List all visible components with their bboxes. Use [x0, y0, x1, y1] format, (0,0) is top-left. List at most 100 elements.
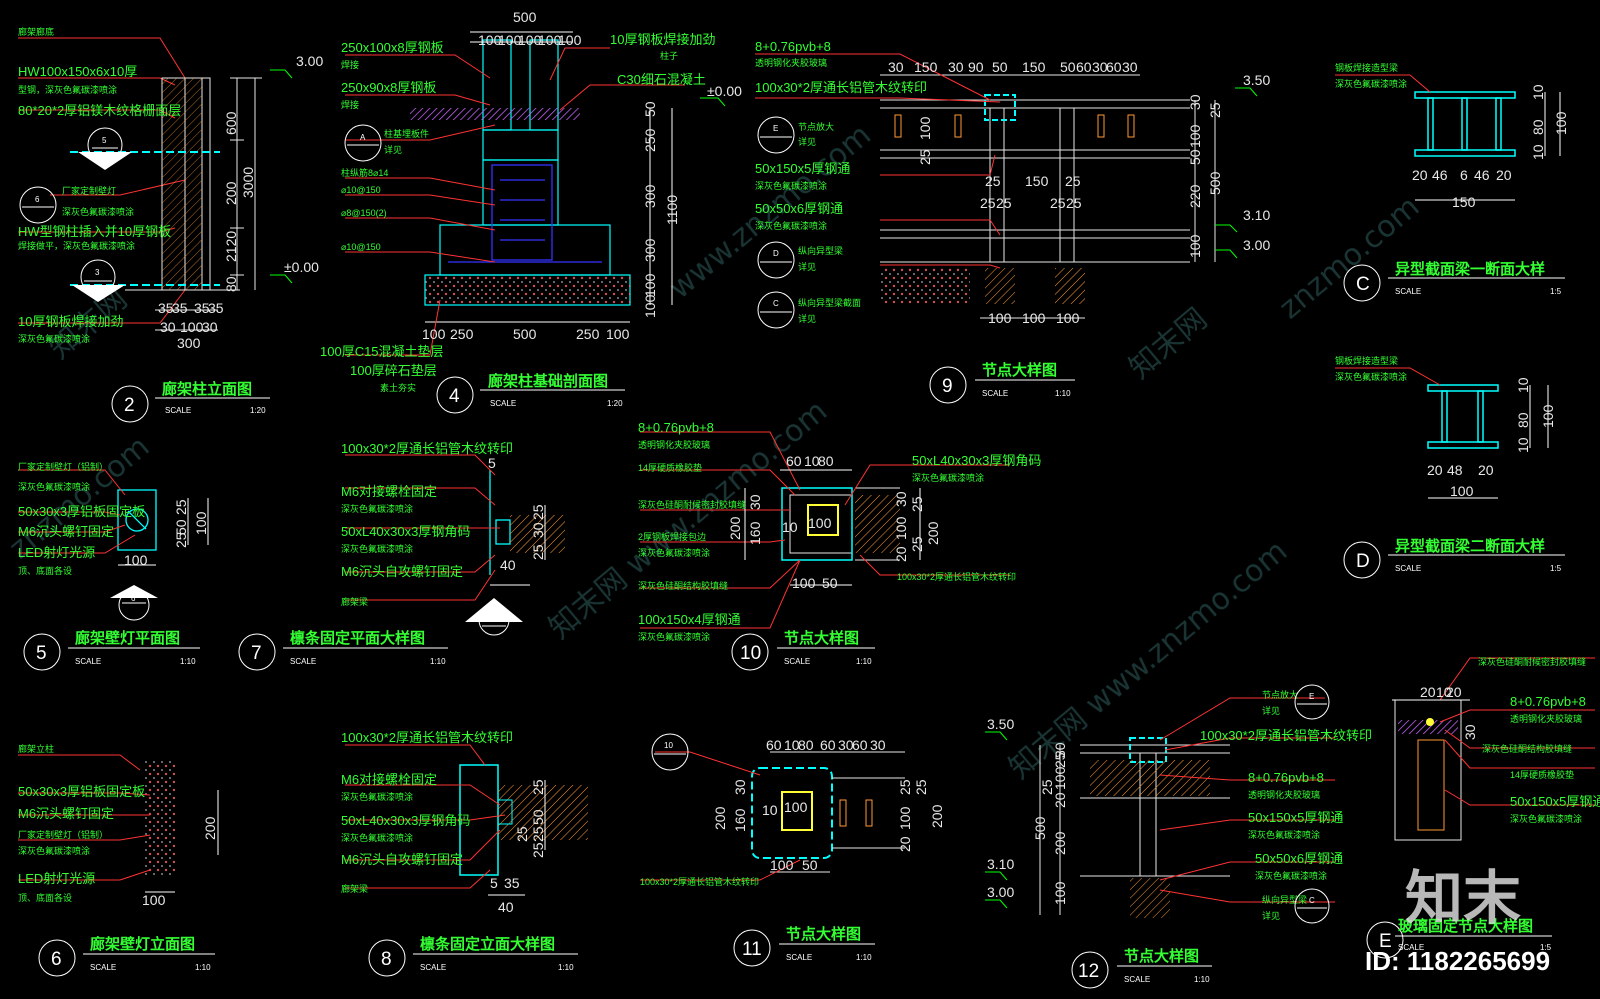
dim-label: 500: [513, 326, 537, 342]
view-number: 2: [124, 395, 135, 416]
detail-marker[interactable]: A: [344, 124, 382, 162]
dim-label: 25: [173, 532, 189, 548]
view-title-text: 节点大样图: [1124, 947, 1199, 965]
dim-label: ±0.00: [284, 259, 319, 275]
dim-label: 500: [1207, 171, 1223, 195]
view-lamp-plan: 25 50 25 100 100 厂家定制壁灯（铝制） 深灰色氟碳漆喷涂 50x…: [18, 461, 209, 671]
annotation: 型钢，深灰色氟碳漆喷涂: [18, 84, 117, 95]
annotation: 50x30x3厚铝板固定板: [18, 784, 145, 799]
annotation: 深灰色硅酮结构胶填缝: [638, 580, 728, 591]
annotation: 深灰色氟碳漆喷涂: [1335, 78, 1407, 89]
dim-label: 50: [992, 59, 1008, 75]
annotation: 廊架立柱: [18, 743, 54, 754]
annotation: 50x50x6厚钢通: [1255, 851, 1343, 866]
dim-label: 200: [712, 806, 728, 830]
dim-label: 300: [177, 335, 201, 351]
annotation: 廊架梁: [341, 883, 368, 894]
scale-label: SCALE: [90, 963, 116, 972]
dim-label: 200: [223, 181, 239, 205]
annotation: 100x30*2厚通长铝管木纹转印: [341, 441, 513, 456]
scale-value: 1:10: [180, 657, 196, 666]
dim-label: 30: [160, 319, 176, 335]
dim-label: 30: [838, 737, 854, 753]
view-title-text: 檩条固定立面大样图: [420, 935, 555, 953]
view-title-text: 节点大样图: [784, 629, 859, 647]
section-marker[interactable]: 8: [465, 598, 523, 636]
scale-label: SCALE: [786, 953, 812, 962]
svg-text:5: 5: [102, 136, 107, 145]
dim-label: 100: [897, 806, 913, 830]
dim-label: 25: [1065, 173, 1081, 189]
dim-label: 20: [1412, 167, 1428, 183]
dim-label: 10: [804, 453, 820, 469]
section-marker[interactable]: 6: [110, 585, 158, 621]
annotation: 深灰色氟碳漆喷涂: [638, 631, 710, 642]
detail-marker[interactable]: C: [757, 291, 795, 329]
annotation: 10厚钢板焊接加劲: [18, 314, 123, 329]
svg-text:8: 8: [491, 614, 496, 623]
section-marker[interactable]: 3: [72, 259, 125, 302]
dim-label: 25: [514, 826, 530, 842]
detail-marker[interactable]: C: [1294, 888, 1330, 924]
dim-label: 25: [1052, 752, 1068, 768]
dim-label: 600: [223, 111, 239, 135]
view-number: 4: [449, 386, 460, 407]
dim-label: 200: [925, 521, 941, 545]
annotation: ⌀10@150: [341, 242, 381, 252]
dim-label: 20: [893, 546, 909, 562]
dim-label: 300: [642, 184, 658, 208]
annotation: 焊接: [341, 59, 359, 70]
annotation: ⌀8@150(2): [341, 208, 387, 218]
annotation: 厂家定制壁灯: [62, 185, 116, 196]
dim-label: 100: [770, 857, 794, 873]
dim-label: 50: [530, 809, 546, 825]
dim-label: 200: [929, 804, 945, 828]
dim-label: 6: [1460, 167, 1468, 183]
annotation: 100厚碎石垫层: [350, 363, 437, 378]
annotation: 100x30*2厚通长铝管木纹转印: [755, 80, 927, 95]
dim-label: 30: [732, 779, 748, 795]
dim-label: 200: [1052, 831, 1068, 855]
detail-marker[interactable]: 6: [19, 186, 57, 224]
dim-label: 30: [1122, 59, 1138, 75]
annotation: 深灰色氟碳漆喷涂: [755, 180, 827, 191]
dim-label: 10: [1530, 144, 1546, 160]
image-id-label: ID: 1182265699: [1365, 946, 1550, 976]
dim-label: 50: [822, 575, 838, 591]
dim-label: 250: [450, 326, 474, 342]
annotation: 100x30*2厚通长铝管木纹转印: [640, 876, 759, 887]
annotation: 深灰色硅酮耐候密封胶填缝: [1478, 656, 1586, 667]
scale-label: SCALE: [75, 657, 101, 666]
dim-label: 1100: [664, 195, 680, 225]
dim-label: 80: [223, 276, 239, 292]
scale-label: SCALE: [982, 389, 1008, 398]
detail-marker[interactable]: E: [1294, 684, 1330, 720]
scale-value: 1:10: [195, 963, 211, 972]
detail-marker[interactable]: E: [757, 116, 795, 154]
scale-label: SCALE: [165, 406, 191, 415]
scale-label: SCALE: [490, 399, 516, 408]
section-marker[interactable]: 5: [78, 127, 132, 170]
annotation: 250x90x8厚钢板: [341, 80, 436, 95]
scale-value: 1:10: [430, 657, 446, 666]
dim-label: 50: [1060, 59, 1076, 75]
annotation: 焊接: [341, 99, 359, 110]
annotation: 50x50x6厚钢通: [755, 201, 843, 216]
dim-label: 300: [642, 238, 658, 262]
view-node-detail-9: 30 150 30 90 50 150 50 60 30 60 30 3.50 …: [755, 39, 1270, 404]
dim-label: 100: [1540, 404, 1556, 428]
view-title: 7 檩条固定平面大样图 SCALE 1:10: [238, 629, 448, 671]
dim-label: 150: [1025, 173, 1049, 189]
dim-label: 5: [488, 455, 496, 471]
scale-value: 1:5: [1550, 287, 1562, 296]
annotation: 透明钢化夹胶玻璃: [1510, 713, 1582, 724]
view-node-detail-10: 60 10 80 30 200 160 10 100 30 100 20 200…: [638, 420, 1041, 671]
detail-marker[interactable]: 10: [651, 733, 689, 771]
view-title: 6 廊架壁灯立面图 SCALE 1:10: [38, 935, 215, 977]
dim-label: 25: [985, 173, 1001, 189]
annotation: 素土夯实: [380, 382, 416, 393]
dim-label: 20: [897, 836, 913, 852]
detail-marker[interactable]: D: [757, 241, 795, 279]
dim-label: 100: [1056, 310, 1080, 326]
dim-label: 3.50: [1243, 72, 1270, 88]
